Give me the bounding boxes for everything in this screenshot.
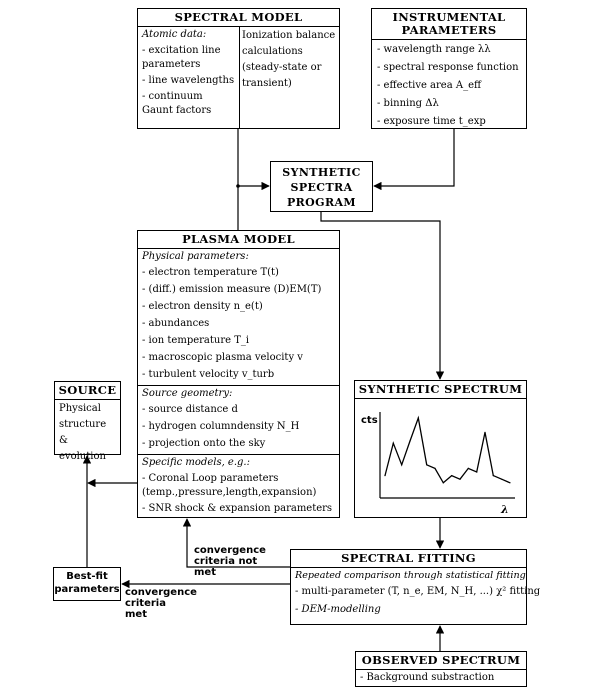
spectral-fitting-subtitle: Repeated comparison through statistical … [295, 570, 526, 581]
instrumental-title-line1: INSTRUMENTAL [392, 10, 506, 24]
not-met-line1: convergence [194, 545, 266, 556]
spectrum-point [492, 475, 494, 477]
physical-item: - macroscopic plasma velocity v [142, 352, 303, 363]
source-text: Physical structure & evolution [59, 403, 107, 462]
physical-parameters-section: Physical parameters: - electron temperat… [138, 249, 339, 385]
physical-item: - electron temperature T(t) [142, 267, 279, 278]
instrumental-item: - exposure time t_exp [377, 116, 486, 127]
spectrum-point [392, 442, 394, 444]
x-axis-label: λ [500, 503, 509, 515]
fitting-item: - multi-parameter (T, n_e, EM, N_H, ...)… [295, 586, 541, 597]
physical-item: - (diff.) emission measure (D)EM(T) [142, 284, 322, 295]
synthetic-program-line1: SYNTHETIC [282, 166, 361, 179]
not-met-line2: criteria not [194, 556, 258, 567]
instrumental-item: - spectral response function [377, 62, 519, 73]
source-geometry-section: Source geometry: - source distance d - h… [138, 385, 339, 454]
spectral-fitting-title: SPECTRAL FITTING [291, 550, 526, 568]
spectrum-point [467, 467, 469, 469]
instrumental-item: - effective area A_eff [377, 80, 482, 91]
bestfit-line2: parameters [54, 584, 120, 595]
fitting-item: - DEM-modelling [295, 604, 381, 615]
spectral-model-title: SPECTRAL MODEL [138, 9, 339, 27]
instrumental-box: INSTRUMENTAL PARAMETERS - wavelength ran… [371, 8, 527, 129]
observed-spectrum-box: OBSERVED SPECTRUM - Background substract… [355, 651, 527, 687]
plasma-model-box: PLASMA MODEL Physical parameters: - elec… [137, 230, 340, 518]
instrumental-title-line2: PARAMETERS [401, 23, 497, 37]
arrow-instrumental-to-program [373, 129, 455, 191]
met-line2: criteria [125, 598, 166, 609]
plasma-model-title: PLASMA MODEL [138, 231, 339, 249]
physical-item: - electron density n_e(t) [142, 301, 263, 312]
synthetic-spectrum-title: SYNTHETIC SPECTRUM [355, 381, 526, 399]
atomic-item: - excitation line parameters [142, 45, 221, 70]
spectrum-point [384, 475, 386, 477]
bestfit-box: Best-fit parameters [53, 567, 121, 601]
observed-spectrum-title: OBSERVED SPECTRUM [356, 652, 526, 670]
spectrum-point [476, 471, 478, 473]
specific-item: - SNR shock & expansion parameters [142, 503, 333, 514]
geometry-item: - projection onto the sky [142, 438, 266, 449]
spectrum-point [509, 482, 511, 484]
spectrum-point [434, 467, 436, 469]
specific-item: - Coronal Loop parameters (temp.,pressur… [142, 473, 317, 498]
spectrum-point [417, 417, 419, 419]
atomic-data-heading: Atomic data: [142, 29, 207, 40]
geometry-item: - source distance d [142, 404, 238, 415]
instrumental-item: - wavelength range λλ [377, 44, 491, 55]
instrumental-item: - binning Δλ [377, 98, 439, 109]
y-axis-label: cts [361, 415, 378, 426]
spectrum-line [384, 415, 511, 484]
atomic-item: - continuum Gaunt factors [142, 91, 212, 116]
atomic-item: - line wavelengths [142, 75, 235, 86]
junction-dot [236, 184, 240, 188]
spectral-model-box: SPECTRAL MODEL Atomic data: - excitation… [137, 8, 340, 129]
met-line3: met [125, 609, 147, 620]
spectrum-point [401, 464, 403, 466]
column-divider [239, 27, 241, 128]
not-met-line3: met [194, 567, 216, 578]
arrow-not-met [182, 518, 290, 568]
ionization-text: Ionization balance calculations (steady-… [242, 30, 336, 89]
spectrum-point [442, 482, 444, 484]
source-geometry-heading: Source geometry: [142, 388, 233, 399]
spectrum-series [384, 415, 511, 484]
physical-parameters-heading: Physical parameters: [142, 251, 249, 262]
source-box: SOURCE Physical structure & evolution [54, 381, 121, 462]
arrow-program-to-spectrum [320, 212, 445, 380]
spectrum-point [426, 464, 428, 466]
synthetic-program-line2: SPECTRA [290, 181, 353, 194]
source-title: SOURCE [55, 382, 120, 400]
spectrum-point [451, 475, 453, 477]
synthetic-program-box: SYNTHETIC SPECTRA PROGRAM [270, 161, 373, 212]
synthetic-spectrum-box: SYNTHETIC SPECTRUM cts λ [354, 380, 527, 518]
spectrum-point [501, 478, 503, 480]
geometry-item: - hydrogen columndensity N_H [142, 421, 300, 432]
specific-models-heading: Specific models, e.g.: [142, 457, 250, 468]
atomic-data-column: Atomic data: - excitation line parameter… [138, 27, 239, 128]
physical-item: - turbulent velocity v_turb [142, 369, 275, 380]
spectrum-chart: cts λ [361, 412, 515, 515]
synthetic-program-line3: PROGRAM [286, 196, 357, 209]
specific-models-section: Specific models, e.g.: - Coronal Loop pa… [138, 454, 339, 520]
met-label: convergence criteria met [125, 587, 197, 620]
spectrum-point [484, 431, 486, 433]
bestfit-line1: Best-fit [66, 571, 108, 582]
instrumental-title: INSTRUMENTAL PARAMETERS [372, 9, 526, 40]
physical-item: - ion temperature T_i [142, 335, 250, 346]
observed-item: - Background substraction [360, 672, 495, 683]
spectrum-point [459, 478, 461, 480]
spectrum-point [409, 440, 411, 442]
not-met-label: convergence criteria not met [194, 545, 266, 578]
spectral-fitting-box: SPECTRAL FITTING Repeated comparison thr… [290, 549, 541, 625]
physical-item: - abundances [142, 318, 210, 329]
met-line1: convergence [125, 587, 197, 598]
